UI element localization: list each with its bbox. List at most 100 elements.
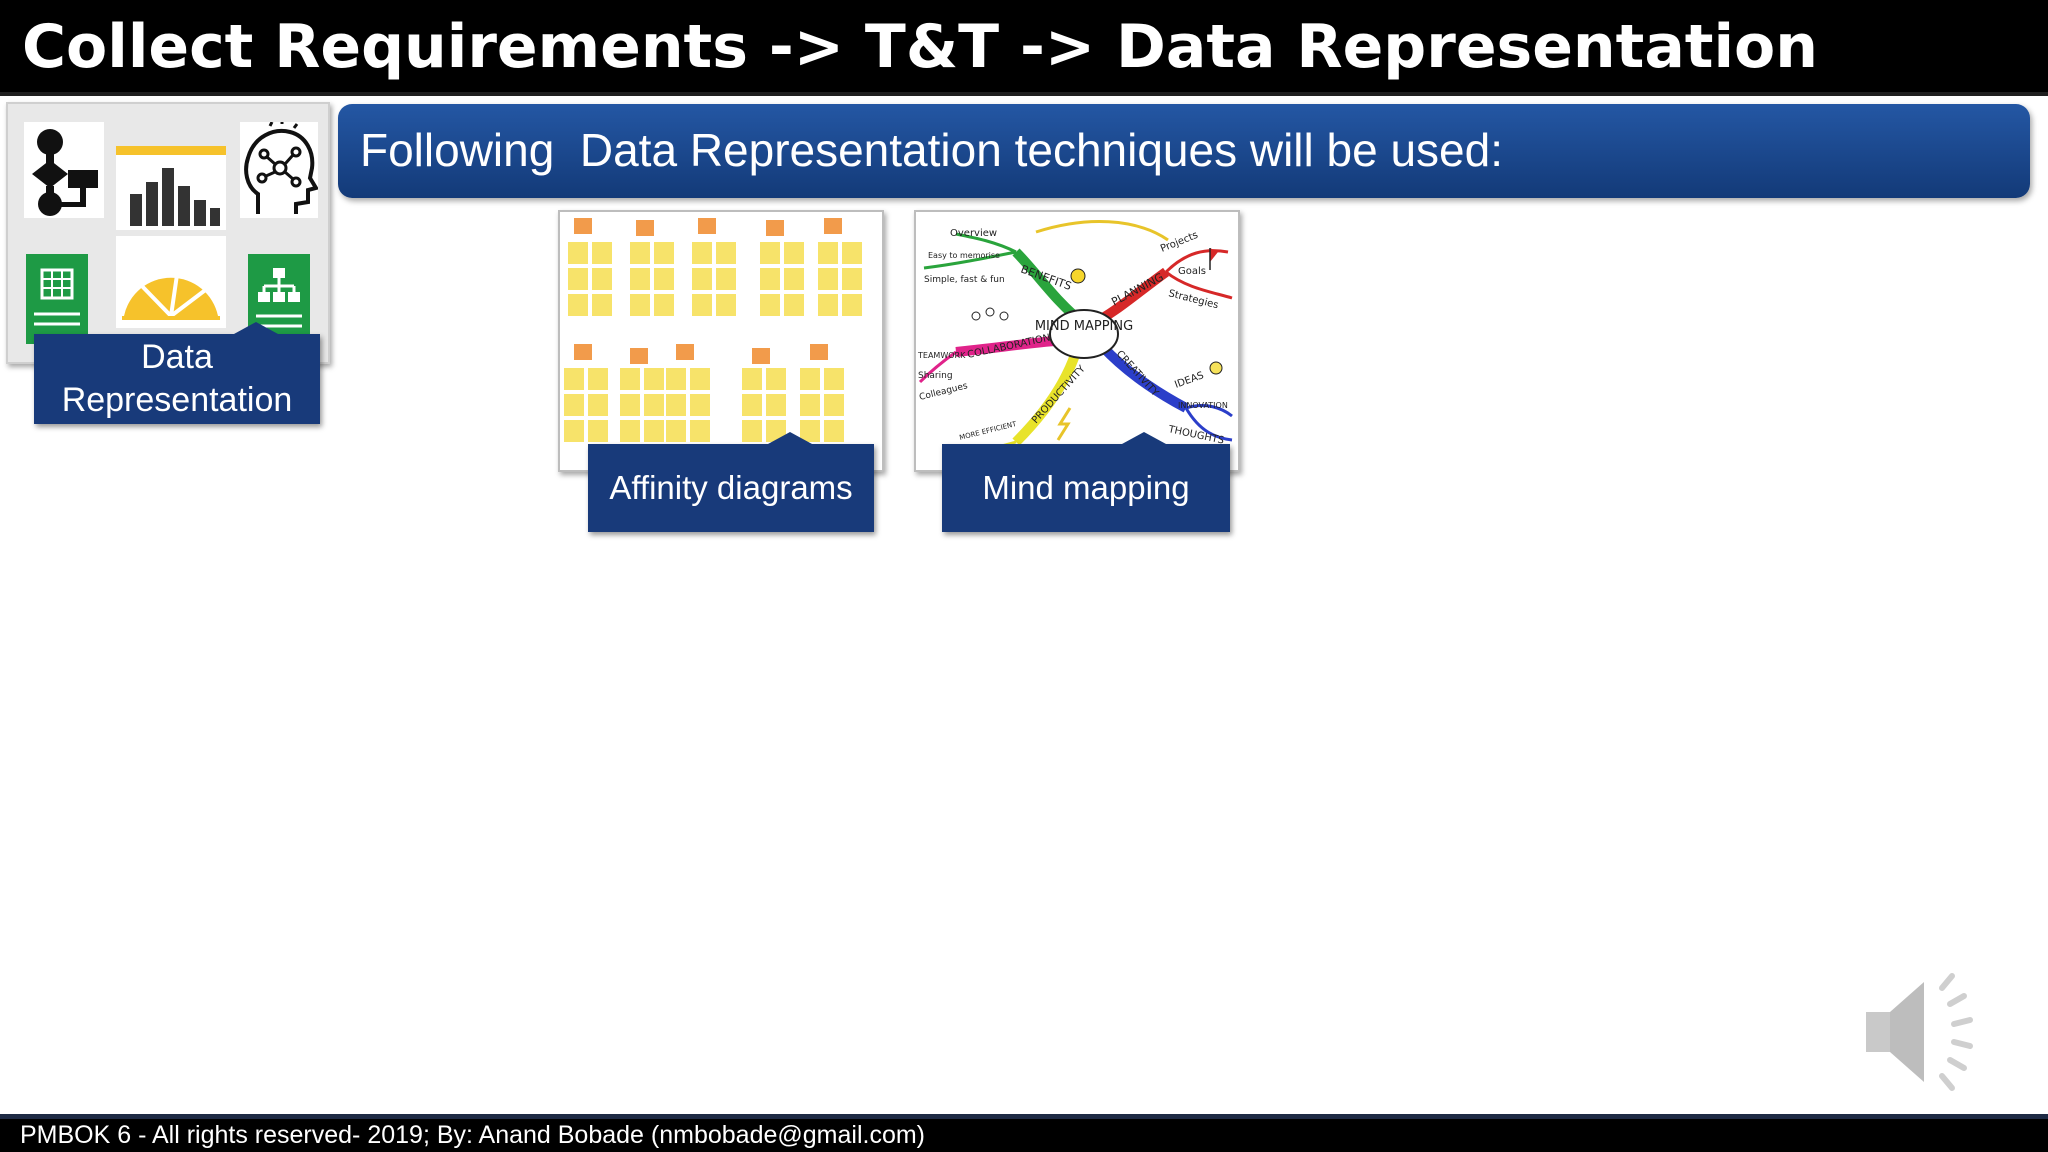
sticky-note xyxy=(842,294,862,316)
category-icon-panel xyxy=(6,102,330,364)
sticky-note xyxy=(666,394,686,416)
sticky-note xyxy=(588,420,608,442)
mind-map-ideas: IDEAS xyxy=(1173,370,1205,391)
mind-map-efficient: MORE EFFICIENT xyxy=(959,420,1018,442)
label-notch xyxy=(768,432,812,444)
sticky-note xyxy=(824,218,842,234)
spreadsheet-icon xyxy=(26,254,88,344)
sticky-note xyxy=(654,294,674,316)
sticky-note xyxy=(784,268,804,290)
sticky-note xyxy=(592,242,612,264)
sticky-note xyxy=(630,242,650,264)
sticky-note xyxy=(564,368,584,390)
sticky-note xyxy=(630,294,650,316)
mind-map-simple: Simple, fast & fun xyxy=(924,275,1005,285)
mind-map-planning: PLANNING xyxy=(1109,270,1165,308)
sticky-note xyxy=(752,348,770,364)
sticky-note xyxy=(644,420,664,442)
sticky-note xyxy=(760,242,780,264)
sticky-note xyxy=(716,268,736,290)
sticky-note xyxy=(690,420,710,442)
label-notch xyxy=(234,322,278,334)
sticky-note xyxy=(742,420,762,442)
mind-map-image: MIND MAPPING BENEFITS PLANNING COLLABORA… xyxy=(914,210,1240,472)
sticky-note xyxy=(824,420,844,442)
sticky-note xyxy=(654,268,674,290)
sticky-note xyxy=(666,420,686,442)
sticky-note xyxy=(800,394,820,416)
sticky-note xyxy=(766,220,784,236)
sticky-notes-board-image xyxy=(558,210,884,472)
sticky-note xyxy=(690,394,710,416)
technique-label-text: Mind mapping xyxy=(982,469,1190,506)
flowchart-icon xyxy=(24,122,104,218)
sticky-note xyxy=(824,368,844,390)
sticky-note xyxy=(620,368,640,390)
sticky-note xyxy=(588,368,608,390)
sticky-note xyxy=(800,368,820,390)
footer-bar: PMBOK 6 - All rights reserved- 2019; By:… xyxy=(0,1114,2048,1152)
slide-title: Collect Requirements -> T&T -> Data Repr… xyxy=(22,12,1818,82)
sticky-note xyxy=(588,394,608,416)
technique-label-affinity: Affinity diagrams xyxy=(588,432,874,532)
sticky-note xyxy=(760,268,780,290)
sticky-note xyxy=(630,268,650,290)
mind-map-innovation: INNOVATION xyxy=(1178,401,1228,410)
sticky-note xyxy=(676,344,694,360)
banner-text: Following Data Representation techniques… xyxy=(360,124,1503,176)
sticky-note xyxy=(692,242,712,264)
sticky-note xyxy=(666,368,686,390)
mind-map-center-text: MIND MAPPING xyxy=(1035,319,1133,334)
sticky-note xyxy=(760,294,780,316)
sticky-note xyxy=(630,348,648,364)
sticky-note xyxy=(818,242,838,264)
sticky-note xyxy=(766,394,786,416)
sticky-note xyxy=(690,368,710,390)
intro-banner: Following Data Representation techniques… xyxy=(338,104,2030,198)
mind-map-sharing: Sharing xyxy=(918,371,953,381)
sticky-note xyxy=(574,344,592,360)
label-notch xyxy=(1122,432,1166,444)
mind-map-memorise: Easy to memorise xyxy=(928,251,1000,260)
brain-network-icon xyxy=(240,120,320,218)
category-label-text: Data Representation xyxy=(61,338,293,419)
technique-label-mind-mapping: Mind mapping xyxy=(942,432,1230,532)
sticky-note xyxy=(824,394,844,416)
sticky-note xyxy=(620,420,640,442)
sticky-note xyxy=(742,394,762,416)
mind-map-productivity: PRODUCTIVITY xyxy=(1030,363,1088,426)
sticky-note xyxy=(766,368,786,390)
footer-copyright: PMBOK 6 - All rights reserved- 2019; By:… xyxy=(20,1121,925,1149)
sticky-note xyxy=(644,394,664,416)
sticky-note xyxy=(742,368,762,390)
sticky-note xyxy=(692,294,712,316)
sticky-note xyxy=(842,268,862,290)
sticky-note xyxy=(692,268,712,290)
sticky-note xyxy=(636,220,654,236)
sticky-note xyxy=(810,344,828,360)
sticky-note xyxy=(592,294,612,316)
sticky-note xyxy=(716,242,736,264)
mind-map-colleagues: Colleagues xyxy=(918,381,969,403)
speaker-icon[interactable] xyxy=(1860,968,2000,1098)
sticky-note xyxy=(716,294,736,316)
sticky-note xyxy=(698,218,716,234)
pie-chart-icon xyxy=(116,236,226,328)
sticky-note xyxy=(620,394,640,416)
sticky-note xyxy=(568,294,588,316)
mind-map-projects: Projects xyxy=(1159,230,1200,255)
technique-label-text: Affinity diagrams xyxy=(609,469,853,506)
sticky-note xyxy=(564,420,584,442)
sticky-note xyxy=(568,242,588,264)
sticky-note xyxy=(592,268,612,290)
sticky-note xyxy=(568,268,588,290)
title-divider xyxy=(0,92,2048,96)
mind-map-teamwork: TEAMWORK xyxy=(917,351,966,360)
title-bar: Collect Requirements -> T&T -> Data Repr… xyxy=(0,0,2048,92)
bar-chart-icon xyxy=(116,146,226,230)
mind-map-goals: Goals xyxy=(1178,266,1206,277)
sticky-note xyxy=(654,242,674,264)
sticky-note xyxy=(818,268,838,290)
mind-map-creativity: CREATIVITY xyxy=(1114,349,1161,400)
category-label: Data Representation xyxy=(34,322,320,424)
